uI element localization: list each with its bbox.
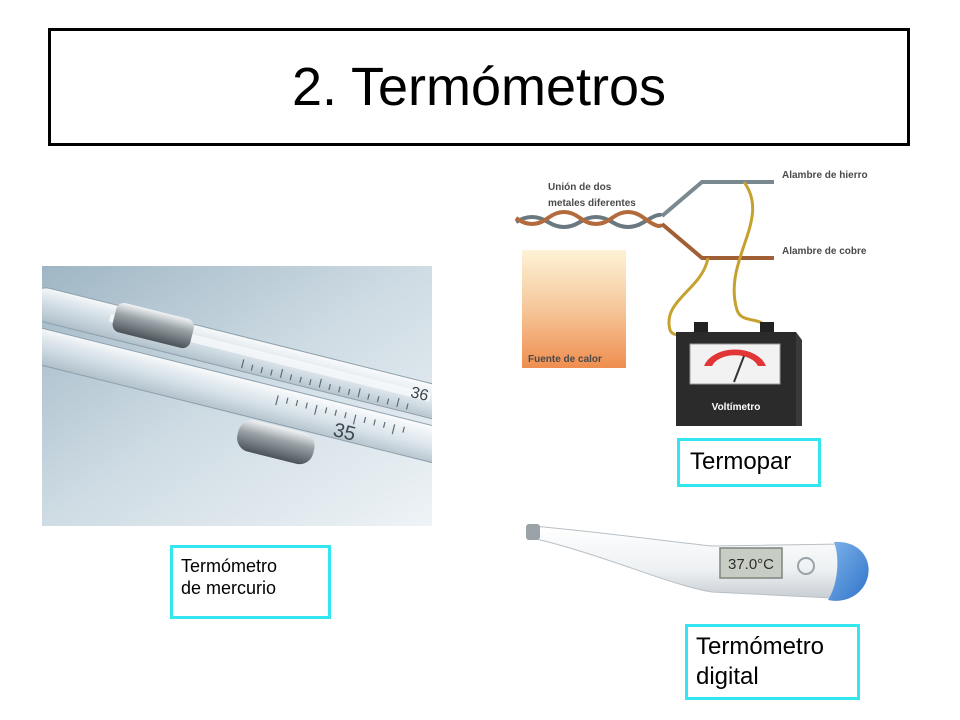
termopar-label-text: Termopar — [690, 448, 792, 475]
scale-number-36: 36 — [409, 384, 430, 405]
mercury-label-line1: Termómetro — [181, 556, 278, 576]
digital-thermometer-photo: 37.0°C — [526, 524, 869, 601]
digital-thermometer-label: Termómetro digital — [685, 624, 860, 700]
copper-wire-label: Alambre de cobre — [782, 246, 867, 257]
union-label-line1: Unión de dos — [548, 182, 612, 193]
digital-label-line1: Termómetro — [696, 633, 825, 660]
union-label-line2: metales diferentes — [548, 198, 636, 209]
digital-label-line2: digital — [696, 663, 759, 690]
mercury-thermometer-photo: 36 35 — [42, 266, 432, 526]
voltmeter-label: Voltímetro — [712, 402, 761, 413]
iron-wire-label: Alambre de hierro — [782, 170, 868, 181]
mercury-label-line2: de mercurio — [181, 578, 277, 598]
digital-display: 37.0°C — [728, 556, 774, 573]
scale-number-35: 35 — [331, 419, 358, 446]
slide-title: 2. Termómetros — [291, 57, 667, 117]
thermocouple-diagram: Fuente de calor Unión de dos metales dif… — [514, 170, 868, 426]
mercury-thermometer-label: Termómetro de mercurio — [170, 545, 331, 619]
termopar-label: Termopar — [677, 438, 821, 487]
slide-title-box: 2. Termómetros — [48, 28, 910, 146]
heat-source-label: Fuente de calor — [528, 354, 602, 365]
